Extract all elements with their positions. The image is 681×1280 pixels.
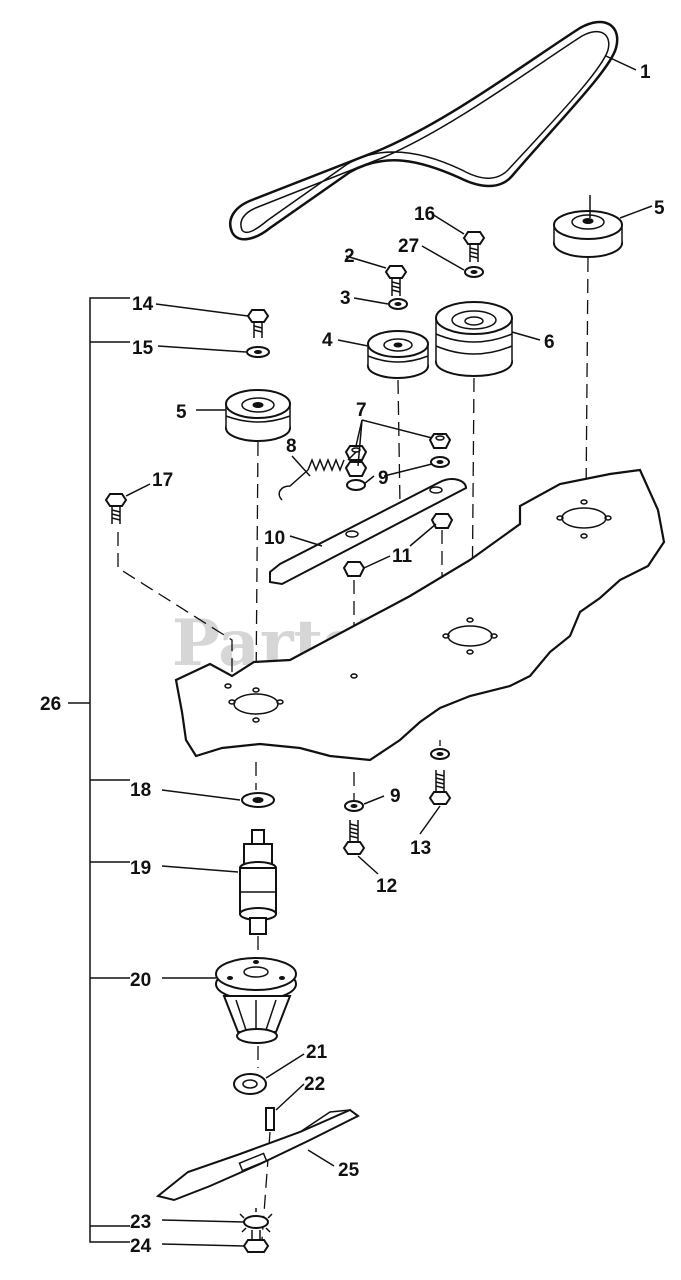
callout-7: 7 [356, 400, 367, 421]
part-double-pulley [435, 301, 513, 619]
part-bolt-16 [462, 231, 486, 262]
callout-15: 15 [132, 338, 154, 359]
part-bolt-24 [242, 1230, 270, 1253]
part-pulley-4 [367, 330, 429, 506]
part-nut-7b [428, 433, 452, 449]
callout-24: 24 [130, 1236, 152, 1257]
leader-lines [125, 55, 653, 1247]
callout-26: 26 [40, 694, 61, 715]
callout-2: 2 [344, 246, 355, 267]
callout-22: 22 [304, 1074, 325, 1095]
callout-21: 21 [306, 1042, 328, 1063]
part-washer-27 [464, 266, 484, 278]
callout-16: 16 [414, 204, 435, 225]
callout-11: 11 [392, 546, 413, 567]
callout-8: 8 [286, 436, 297, 457]
part-washer-15 [246, 346, 270, 358]
part-washer-7c [344, 461, 368, 491]
part-star-washer [239, 1208, 273, 1233]
callout-1: 1 [640, 62, 651, 83]
part-bolt-2 [384, 265, 408, 296]
part-washer-3 [388, 298, 408, 310]
part-idler-arm [269, 478, 468, 586]
part-bolt-14 [246, 309, 270, 338]
callout-19: 19 [130, 858, 151, 879]
part-nut-11b [342, 561, 366, 577]
callout-6: 6 [544, 332, 555, 353]
callout-4: 4 [322, 330, 333, 351]
callout-23: 23 [130, 1212, 151, 1233]
callout-27: 27 [398, 236, 419, 257]
callout-labels: 1 2 3 4 5 5 6 7 8 9 9 10 11 12 13 14 15 … [40, 62, 665, 1257]
part-spindle-assembly [215, 762, 297, 1241]
part-pulley-left [225, 389, 291, 691]
callout-18: 18 [130, 780, 151, 801]
part-below-deck-hardware [342, 740, 452, 855]
assembly-bracket [68, 297, 130, 1243]
part-belt [229, 20, 619, 241]
callout-9-lower: 9 [390, 786, 401, 807]
callout-9-upper: 9 [378, 468, 389, 489]
callout-13: 13 [410, 838, 431, 859]
callout-3: 3 [340, 288, 351, 309]
part-deck-housing [174, 468, 666, 762]
callout-10: 10 [264, 528, 285, 549]
callout-5-upper: 5 [654, 198, 665, 219]
part-nut-11a [430, 513, 454, 529]
part-bolt-17 [104, 493, 233, 680]
callout-5-left: 5 [176, 402, 187, 423]
callout-12: 12 [376, 876, 397, 897]
callout-14: 14 [132, 294, 154, 315]
part-blade [155, 1108, 360, 1202]
part-pulley-upper-right [553, 195, 623, 501]
part-spring [278, 451, 357, 501]
callout-25: 25 [338, 1160, 360, 1181]
callout-17: 17 [152, 470, 173, 491]
part-washer-9-upper [430, 456, 450, 468]
callout-20: 20 [130, 970, 151, 991]
